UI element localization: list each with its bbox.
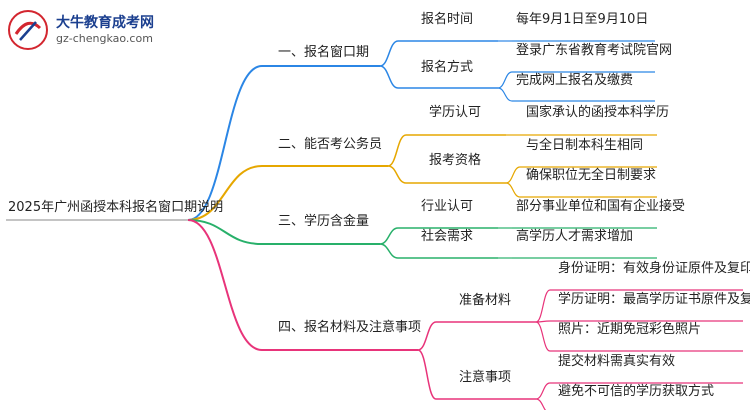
branch-3-child-1-connector [379, 227, 399, 245]
branch-4-child-2-connector [417, 349, 437, 400]
branch-1-child-1-label: 报名时间 [421, 12, 474, 27]
branch-4-child-1-leaf-3-connector [535, 321, 551, 352]
branch-4-child-2-leaf-1-connector [535, 382, 551, 400]
branch-2-child-2-leaf-1-connector [505, 166, 521, 184]
branch-2-label: 二、能否考公务员 [278, 137, 383, 152]
branch-1-child-2-leaf-1: 登录广东省教育考试院官网 [516, 43, 673, 58]
branch-2-connector [187, 165, 263, 221]
branch-1-child-2-connector [379, 65, 399, 89]
branch-4-child-2-leaf-2-connector [535, 398, 547, 410]
branch-3-label: 三、学历含金量 [278, 214, 370, 229]
branch-1-connector [187, 65, 263, 221]
branch-3-child-1-label: 行业认可 [421, 199, 474, 214]
branch-3-child-2-leaf-1: 高学历人才需求增加 [516, 229, 634, 244]
branch-2-child-1-leaf-1: 国家承认的函授本科学历 [526, 105, 670, 120]
branch-4-child-1-connector [417, 321, 437, 351]
branch-4-child-2-leaf-2: 避免不可信的学历获取方式 [558, 384, 715, 399]
branch-1-child-1-connector [379, 40, 399, 67]
branch-2-child-2-leaf-2-connector [505, 182, 521, 198]
branch-3-child-2-label: 社会需求 [421, 229, 474, 244]
branch-1-child-2-leaf-2: 完成网上报名及缴费 [516, 73, 634, 88]
branch-1-child-2-label: 报名方式 [421, 60, 474, 75]
branch-4-label: 四、报名材料及注意事项 [278, 320, 422, 335]
branch-4-child-1-leaf-1: 身份证明：有效身份证原件及复印件 [558, 261, 750, 276]
branch-3-child-1-leaf-1: 部分事业单位和国有企业接受 [516, 199, 686, 214]
branch-4-child-1-label: 准备材料 [459, 293, 512, 308]
branch-4-child-1-leaf-3: 照片：近期免冠彩色照片 [558, 322, 702, 337]
logo-url: gz-chengkao.com [56, 32, 153, 45]
branch-4-child-1-leaf-1-connector [535, 289, 551, 323]
branch-3-connector [187, 219, 263, 245]
branch-4-child-2-leaf-1: 提交材料需真实有效 [558, 354, 676, 369]
site-logo: 大牛教育成考网 gz-chengkao.com [6, 8, 256, 52]
branch-2-child-1-connector [387, 134, 407, 167]
branch-4-connector [187, 219, 263, 351]
branch-1-child-2-leaf-2-connector [497, 87, 513, 102]
logo-mark-icon [8, 10, 48, 50]
branch-4-child-1-leaf-2: 学历证明：最高学历证书原件及复印件 [558, 292, 750, 307]
branch-2-child-2-leaf-2: 确保职位无全日制要求 [526, 168, 657, 183]
branch-2-child-2-label: 报考资格 [429, 153, 482, 168]
branch-1-child-1-leaf-1: 每年9月1日至9月10日 [516, 12, 649, 27]
branch-1-child-2-leaf-1-connector [497, 71, 513, 89]
logo-title: 大牛教育成考网 [56, 15, 154, 31]
branch-2-child-1-label: 学历认可 [429, 105, 482, 120]
branch-2-child-2-connector [387, 165, 407, 184]
branch-2-child-2-leaf-1: 与全日制本科生相同 [526, 138, 644, 153]
root-topic: 2025年广州函授本科报名窗口期说明 [8, 200, 224, 215]
branch-4-child-2-label: 注意事项 [459, 370, 512, 385]
branch-3-child-2-connector [379, 243, 399, 259]
branch-1-label: 一、报名窗口期 [278, 45, 370, 60]
